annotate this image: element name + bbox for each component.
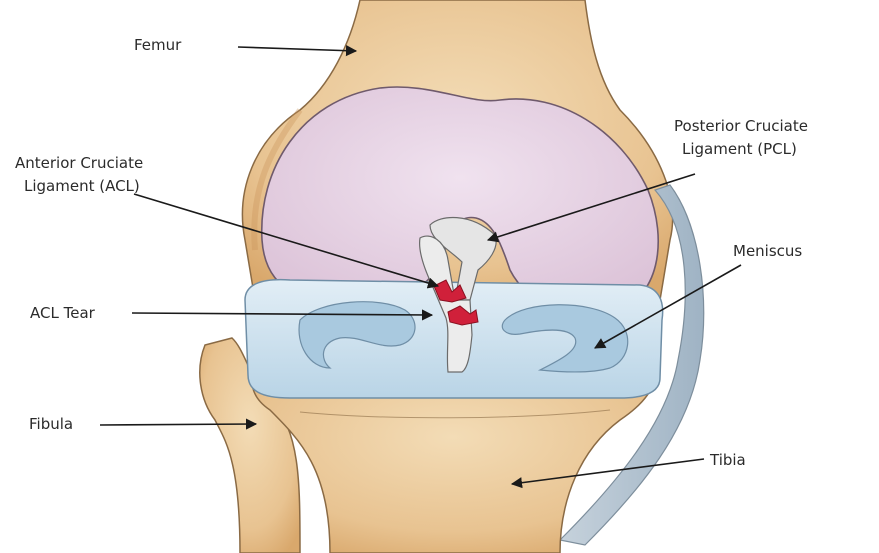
femur-label: Femur: [134, 36, 182, 54]
acl-label-line1: Anterior Cruciate: [15, 154, 143, 172]
fibula-leader-line: [100, 424, 256, 425]
tibia-label: Tibia: [709, 451, 746, 469]
acl-tear-label: ACL Tear: [30, 304, 96, 322]
acl-label-line2: Ligament (ACL): [24, 177, 140, 195]
meniscus-label: Meniscus: [733, 242, 802, 260]
femur-leader-line: [238, 47, 356, 51]
fibula-label: Fibula: [29, 415, 73, 433]
pcl-label-line1: Posterior Cruciate: [674, 117, 808, 135]
pcl-label-line2: Ligament (PCL): [682, 140, 797, 158]
